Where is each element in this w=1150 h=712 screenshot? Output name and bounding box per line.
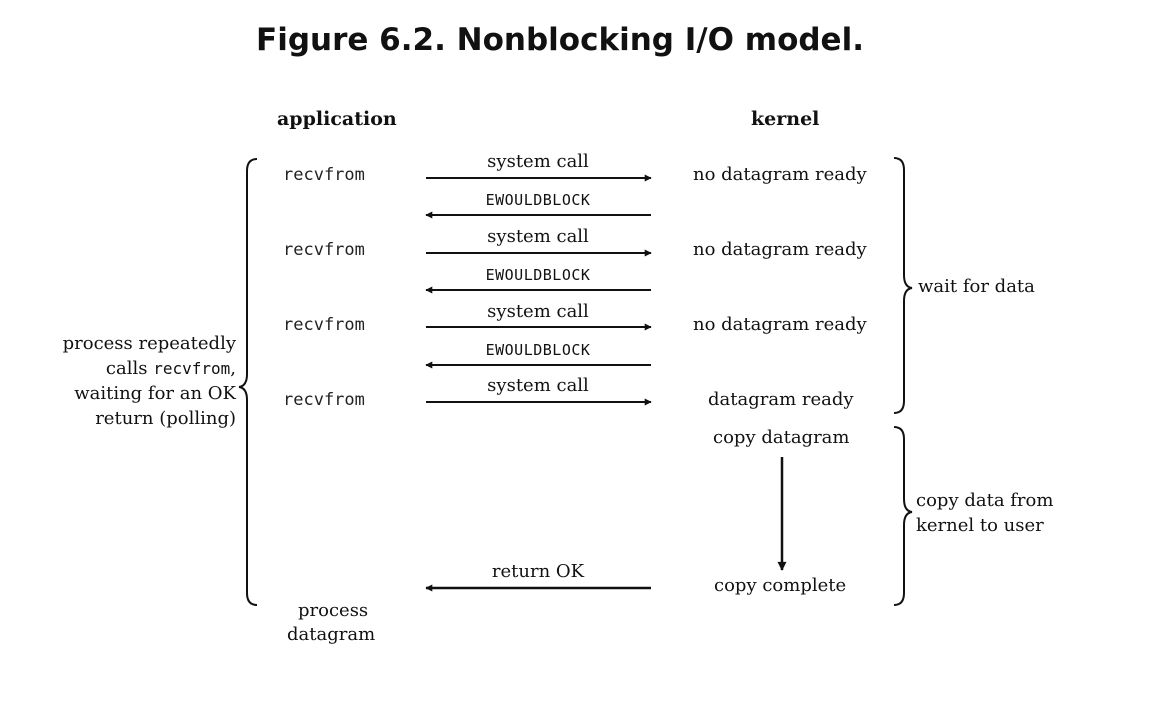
polling-note-line-3: waiting for an OK: [74, 383, 236, 404]
app-call-4: recvfrom: [283, 390, 365, 410]
request-label-4: system call: [487, 375, 589, 396]
copy-phase-line-1: copy data from: [916, 490, 1054, 511]
reply-label-1: EWOULDBLOCK: [485, 191, 591, 209]
request-label-3: system call: [487, 301, 589, 322]
app-call-2: recvfrom: [283, 240, 365, 260]
kernel-column-header: kernel: [751, 108, 820, 130]
kernel-state-1: no datagram ready: [693, 164, 867, 185]
kernel-state-3: no datagram ready: [693, 314, 867, 335]
left-brace: [238, 158, 258, 606]
copy-complete-label: copy complete: [714, 575, 847, 596]
process-datagram-line-2: datagram: [287, 624, 376, 645]
request-label-2: system call: [487, 226, 589, 247]
polling-note: process repeatedly calls recvfrom, waiti…: [30, 331, 236, 431]
kernel-state-2: no datagram ready: [693, 239, 867, 260]
polling-note-line-2: calls recvfrom,: [30, 356, 236, 381]
wait-for-data-label: wait for data: [918, 276, 1035, 297]
return-ok-label: return OK: [491, 561, 585, 582]
app-call-3: recvfrom: [283, 315, 365, 335]
copy-phase-line-2: kernel to user: [916, 515, 1044, 536]
application-column-header: application: [277, 108, 397, 130]
request-label-1: system call: [487, 151, 589, 172]
copy-datagram-label: copy datagram: [713, 427, 850, 448]
polling-note-suffix: ,: [230, 358, 236, 379]
wait-brace: [893, 157, 913, 414]
reply-label-2: EWOULDBLOCK: [485, 266, 591, 284]
reply-label-3: EWOULDBLOCK: [485, 341, 591, 359]
polling-note-prefix: calls: [105, 358, 154, 379]
polling-note-code: recvfrom: [153, 359, 231, 378]
figure-title: Figure 6.2. Nonblocking I/O model.: [256, 22, 864, 58]
process-datagram-line-1: process: [298, 600, 369, 621]
polling-note-line-4: return (polling): [95, 408, 236, 429]
copy-brace: [893, 426, 913, 606]
kernel-state-4: datagram ready: [708, 389, 854, 410]
polling-note-line-1: process repeatedly: [62, 333, 236, 354]
app-call-1: recvfrom: [283, 165, 365, 185]
